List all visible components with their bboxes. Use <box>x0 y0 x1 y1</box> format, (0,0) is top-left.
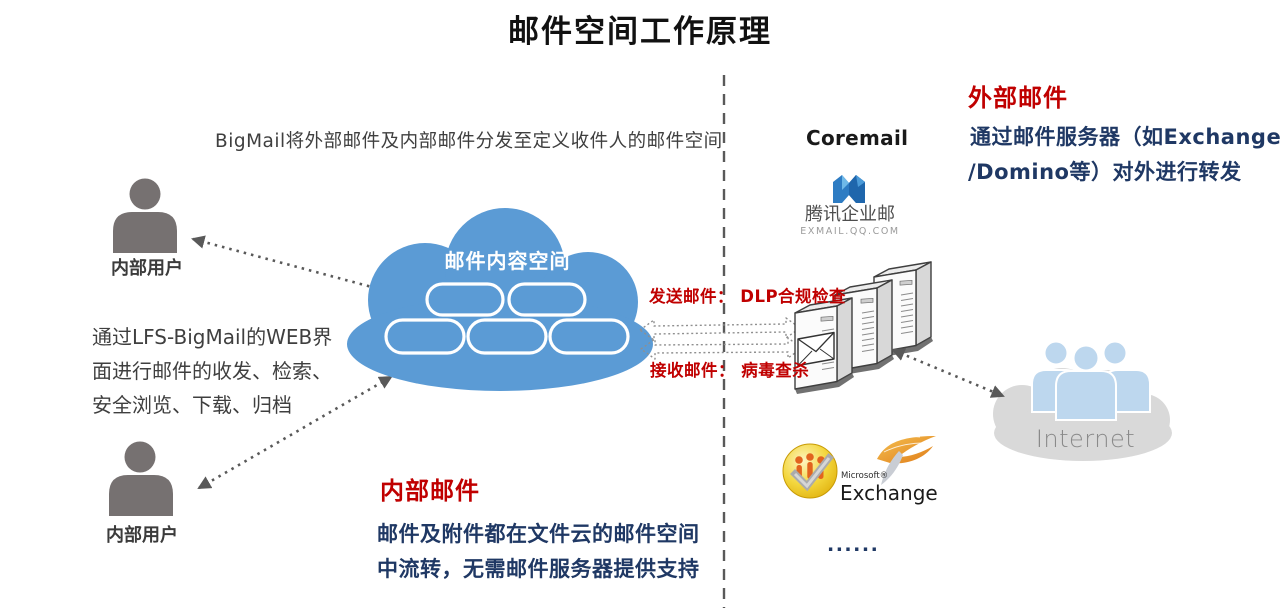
external-mail-line-2: /Domino等）对外进行转发 <box>968 160 1242 184</box>
exmail-logo-label: 腾讯企业邮 <box>805 204 895 225</box>
more-servers-ellipsis: ...... <box>827 534 880 556</box>
exchange-product-label: Exchange <box>840 481 938 505</box>
lotus-domino-icon <box>782 443 838 499</box>
send-mail-label: 发送邮件： DLP合规检查 <box>649 287 847 306</box>
mail-server-icons <box>794 261 934 395</box>
external-users-icon <box>1031 340 1151 421</box>
envelope-icon <box>797 331 835 367</box>
receive-mail-label: 接收邮件： 病毒查杀 <box>650 361 810 380</box>
microsoft-brand-label: Microsoft® <box>841 471 889 481</box>
user-bottom-label: 内部用户 <box>106 525 178 546</box>
mail-cloud-label: 邮件内容空间 <box>444 249 571 273</box>
exmail-logo-icon <box>833 175 865 203</box>
external-mail-line-1: 通过邮件服务器（如Exchange <box>970 125 1280 149</box>
arrow-server-internet <box>891 348 1005 398</box>
internal-mail-line-2: 中流转，无需邮件服务器提供支持 <box>377 557 700 581</box>
internal-mail-heading: 内部邮件 <box>380 477 480 505</box>
arrow-receive-mail <box>640 337 803 360</box>
web-desc-line-2: 面进行邮件的收发、检索、 <box>92 359 332 383</box>
web-desc-line-1: 通过LFS-BigMail的WEB界 <box>92 325 333 349</box>
page-title: 邮件空间工作原理 <box>508 14 772 50</box>
web-desc-line-3: 安全浏览、下载、归档 <box>92 393 292 417</box>
coremail-logo-label: Coremail <box>806 126 909 150</box>
web-interface-description: 通过LFS-BigMail的WEB界 面进行邮件的收发、检索、 安全浏览、下载、… <box>92 320 332 422</box>
internal-mail-line-1: 邮件及附件都在文件云的邮件空间 <box>377 522 700 546</box>
exmail-domain-label: EXMAIL.QQ.COM <box>800 226 900 237</box>
external-mail-heading: 外部邮件 <box>968 84 1068 112</box>
arrow-send-mail <box>639 317 801 341</box>
bigmail-description: BigMail将外部邮件及内部邮件分发至定义收件人的邮件空间 <box>215 131 723 152</box>
user-bottom-icon <box>109 441 173 516</box>
user-top-icon <box>113 178 177 253</box>
user-top-label: 内部用户 <box>111 258 183 279</box>
exchange-logo-icon <box>877 436 936 485</box>
internet-label: Internet <box>1035 425 1136 453</box>
mail-space-pills <box>384 282 630 355</box>
arrow-user-top-cloud <box>191 235 385 294</box>
